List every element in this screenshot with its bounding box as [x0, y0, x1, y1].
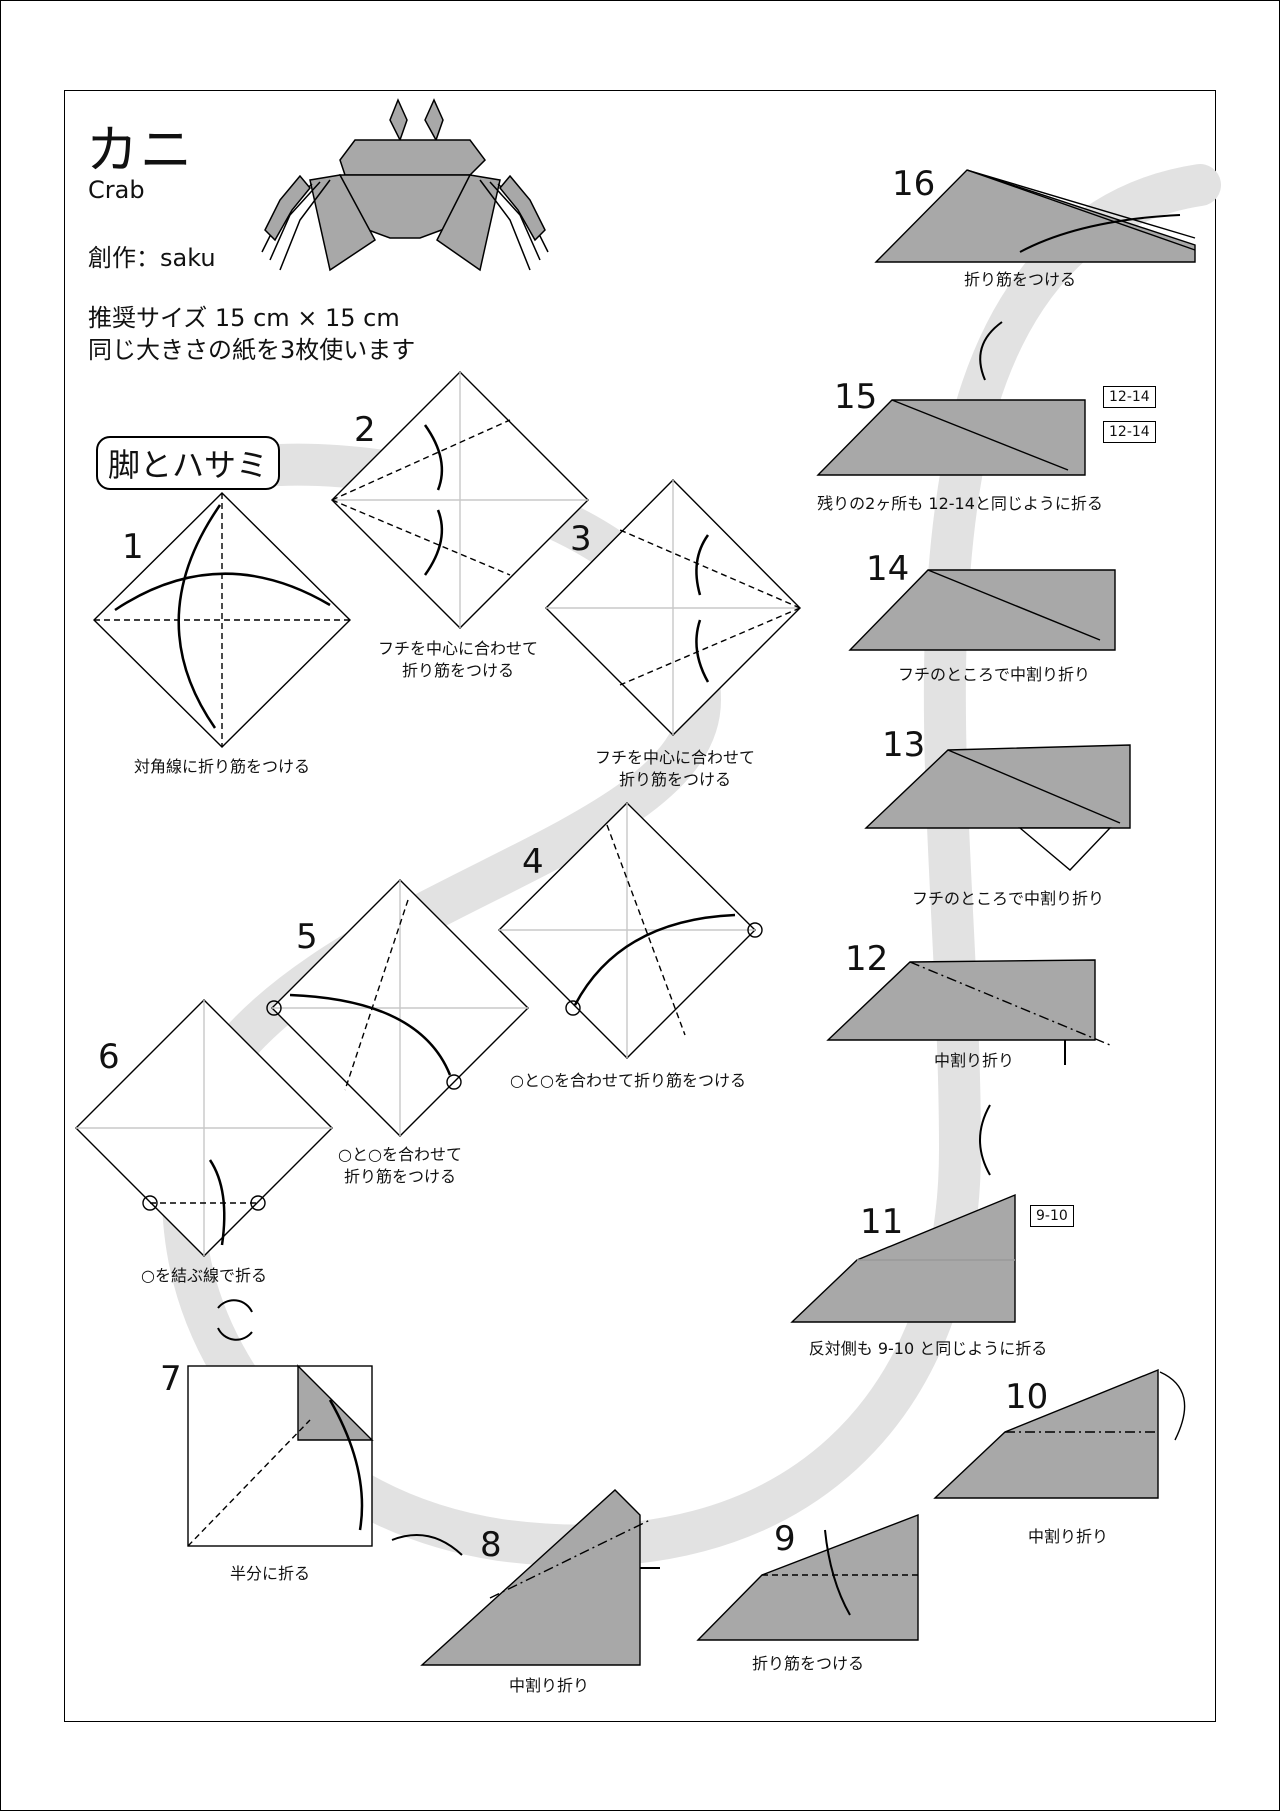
flow-path-band — [162, 164, 1221, 1567]
step3-diagram — [545, 479, 801, 736]
step13-caption: フチのところで中割り折り — [911, 889, 1105, 908]
step15-reference-tag-b: 12-14 — [1103, 421, 1156, 443]
step6-number: 6 — [98, 1037, 120, 1077]
step9-number: 9 — [774, 1519, 796, 1559]
step6-caption: ○を結ぶ線で折る — [141, 1266, 267, 1285]
step5-caption: ○と○を合わせて 折り筋をつける — [338, 1144, 462, 1188]
step6-diagram — [75, 999, 333, 1257]
step2-caption-line1: フチを中心に合わせて — [377, 639, 539, 658]
arrow-7-to-8 — [391, 1534, 463, 1556]
step2-caption: フチを中心に合わせて 折り筋をつける — [378, 638, 538, 682]
step11-caption: 反対側も 9-10 と同じように折る — [808, 1339, 1048, 1358]
step15-caption: 残りの2ヶ所も 12-14と同じように折る — [817, 494, 1103, 513]
step1-diagram — [93, 492, 351, 748]
step4-caption: ○と○を合わせて折り筋をつける — [510, 1071, 746, 1090]
step11-reference-tag: 9-10 — [1030, 1205, 1074, 1227]
step10-number: 10 — [1005, 1377, 1049, 1417]
up-arrow-15-to-16 — [979, 321, 1003, 381]
page-subtitle: Crab — [88, 176, 145, 204]
step8-diagram — [420, 1489, 660, 1666]
step1-caption: 対角線に折り筋をつける — [133, 757, 311, 776]
step15-reference-tag-a: 12-14 — [1103, 386, 1156, 408]
step11-diagram — [790, 1193, 1016, 1323]
step14-caption: フチのところで中割り折り — [897, 665, 1091, 684]
step8-caption: 中割り折り — [508, 1676, 590, 1695]
step3-caption-line1: フチを中心に合わせて — [594, 748, 756, 767]
step5-caption-line1: ○と○を合わせて — [338, 1145, 462, 1164]
rotate-symbol — [217, 1299, 253, 1341]
step16-diagram — [874, 169, 1196, 263]
step2-caption-line2: 折り筋をつける — [401, 661, 515, 680]
step7-number: 7 — [160, 1359, 182, 1399]
step13-number: 13 — [882, 725, 926, 765]
step9-caption: 折り筋をつける — [751, 1654, 865, 1673]
section-label: 脚とハサミ — [96, 436, 281, 490]
step16-number: 16 — [892, 164, 936, 204]
author-credit: 創作：saku — [88, 244, 216, 272]
up-arrow-11-to-12 — [979, 1104, 991, 1176]
step2-number: 2 — [354, 410, 376, 450]
content-frame — [64, 90, 1216, 1722]
step12-caption: 中割り折り — [933, 1051, 1015, 1070]
crab-illustration — [261, 98, 549, 272]
step8-number: 8 — [480, 1525, 502, 1565]
step12-diagram — [826, 959, 1111, 1065]
page-title: カニ — [86, 121, 195, 181]
step15-diagram — [816, 399, 1086, 476]
step15-number: 15 — [834, 377, 878, 417]
step11-number: 11 — [860, 1202, 904, 1242]
step12-number: 12 — [845, 939, 889, 979]
step1-number: 1 — [122, 527, 144, 567]
step13-diagram — [864, 744, 1131, 871]
paper-info: 推奨サイズ 15 cm × 15 cm 同じ大きさの紙を3枚使います — [88, 302, 415, 366]
step5-number: 5 — [296, 917, 318, 957]
step5-diagram — [266, 879, 529, 1137]
step4-number: 4 — [522, 842, 544, 882]
step7-diagram — [187, 1364, 374, 1547]
step3-number: 3 — [570, 519, 592, 559]
step3-caption-line2: 折り筋をつける — [618, 770, 732, 789]
step7-caption: 半分に折る — [229, 1564, 311, 1583]
step10-caption: 中割り折り — [1027, 1527, 1109, 1546]
paper-size: 推奨サイズ 15 cm × 15 cm — [88, 304, 400, 332]
step14-diagram — [848, 569, 1116, 651]
step4-diagram — [498, 802, 763, 1059]
step10-diagram — [933, 1368, 1186, 1499]
step14-number: 14 — [866, 549, 910, 589]
step3-caption: フチを中心に合わせて 折り筋をつける — [595, 747, 755, 791]
paper-count: 同じ大きさの紙を3枚使います — [88, 336, 416, 364]
step2-diagram — [331, 371, 589, 629]
step16-caption: 折り筋をつける — [963, 270, 1077, 289]
step9-diagram — [696, 1513, 919, 1641]
step5-caption-line2: 折り筋をつける — [343, 1167, 456, 1186]
